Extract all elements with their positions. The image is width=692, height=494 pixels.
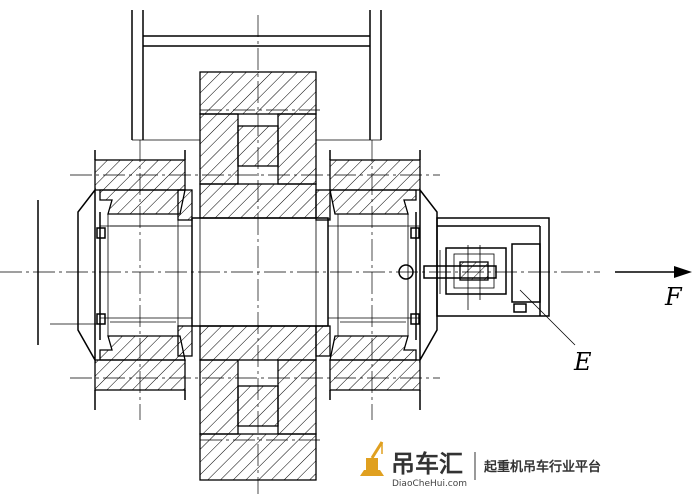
crane-logo-icon — [360, 441, 384, 476]
left-bearing-housing — [37, 150, 193, 410]
watermark-brand: 吊车汇 — [391, 450, 463, 478]
top-frame — [131, 10, 382, 141]
sensor-leader-line — [519, 289, 576, 346]
wheel — [199, 71, 317, 481]
watermark: 吊车汇 DiaoCheHui.com 起重机吊车行业平台 — [360, 441, 601, 489]
sensor-assembly — [398, 217, 550, 317]
force-label: F — [664, 283, 683, 311]
sensor-label: E — [573, 348, 592, 376]
watermark-tagline: 起重机吊车行业平台 — [483, 459, 601, 475]
force-arrow — [615, 266, 692, 278]
right-bearing-housing — [315, 150, 438, 410]
watermark-url: DiaoCheHui.com — [392, 479, 467, 489]
